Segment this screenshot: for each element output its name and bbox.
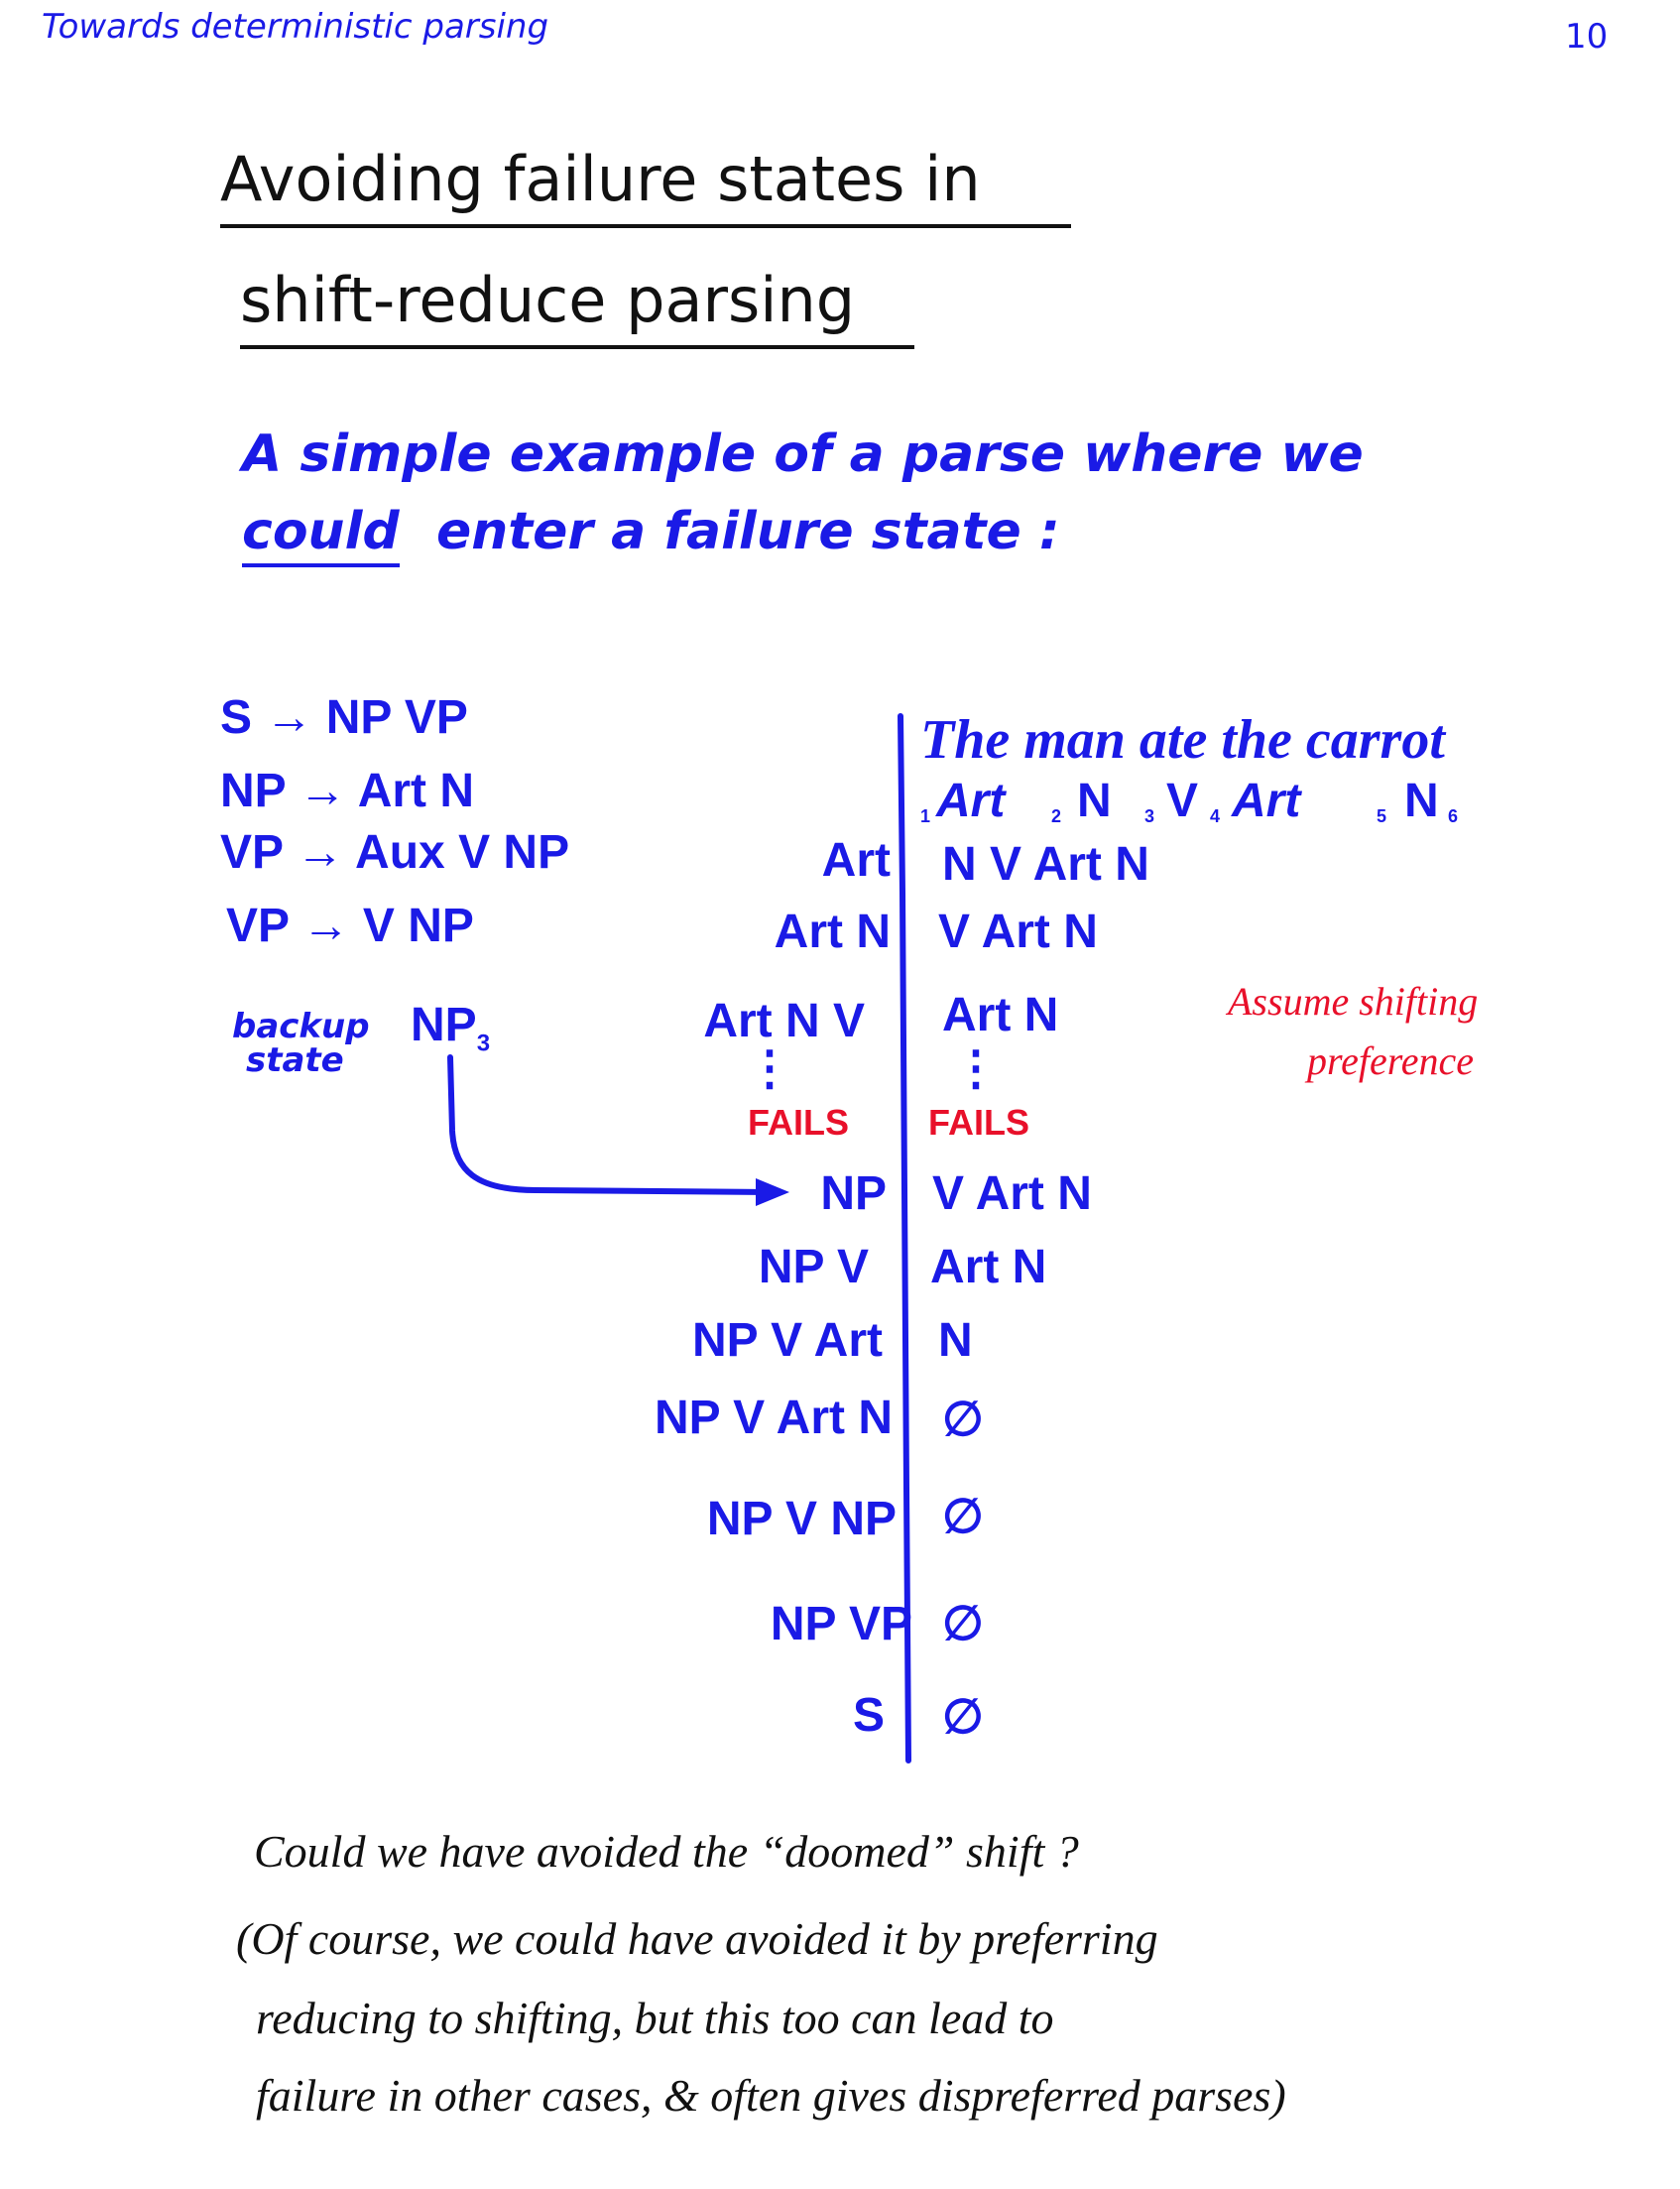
- input-cell: ∅: [942, 1691, 984, 1744]
- input-fails: FAILS: [928, 1102, 1030, 1143]
- header-title: Towards deterministic parsing: [42, 7, 549, 47]
- stack-fails: FAILS: [748, 1102, 850, 1143]
- position-category: Art: [936, 775, 1006, 827]
- closing-answer-line: failure in other cases, & often gives di…: [256, 2070, 1286, 2121]
- backup-state-subscript: 3: [476, 1030, 491, 1057]
- stack-cell: NP: [820, 1167, 887, 1220]
- grammar-rule: S → NP VP: [220, 691, 468, 744]
- title-underline-1: [220, 224, 1071, 228]
- position-index: 6: [1448, 806, 1459, 826]
- input-cell: ∅: [942, 1394, 984, 1446]
- backup-state-symbol: NP: [411, 999, 477, 1051]
- grammar-rule: VP → Aux V NP: [220, 826, 570, 879]
- intro-line2-emphasis: could: [242, 506, 400, 567]
- stack-ellipsis: ⋮: [746, 1042, 793, 1095]
- stack-cell: NP VP: [770, 1598, 912, 1650]
- stack-cell: NP V NP: [706, 1493, 897, 1545]
- intro-line1: A simple example of a parse where we: [242, 425, 1364, 484]
- input-cell: ∅: [942, 1598, 984, 1650]
- title-underline-2: [240, 345, 914, 349]
- assumption-note-2: preference: [1307, 1038, 1475, 1083]
- slide-title-line1: Avoiding failure states in: [220, 143, 981, 215]
- input-sentence: The man ate the carrot: [920, 709, 1445, 771]
- input-cell: V Art N: [932, 1167, 1092, 1220]
- input-cell: N: [938, 1314, 973, 1367]
- stack-cell: Art N: [774, 906, 891, 958]
- backup-label: backup: [232, 1007, 370, 1046]
- closing-answer-line: reducing to shifting, but this too can l…: [256, 1993, 1054, 2043]
- stack-cell: NP V Art: [691, 1314, 883, 1367]
- input-cell: V Art N: [938, 906, 1098, 958]
- position-index: 1: [920, 806, 931, 826]
- backtrack-arrowhead: [756, 1178, 789, 1206]
- position-index: 4: [1210, 806, 1221, 826]
- backup-state-np: NP3: [411, 1002, 490, 1056]
- stack-cell: Art N V: [703, 995, 865, 1047]
- input-cell: Art N: [942, 989, 1059, 1041]
- stack-cell: NP V: [758, 1241, 869, 1293]
- position-category: N: [1077, 775, 1112, 827]
- input-cell: Art N: [930, 1241, 1047, 1293]
- grammar-rule: VP → V NP: [226, 900, 474, 952]
- slide-title-line2: shift-reduce parsing: [240, 264, 856, 336]
- page-number: 10: [1565, 17, 1609, 57]
- intro-line2-rest: enter a failure state :: [436, 502, 1060, 561]
- stack-cell: Art: [821, 834, 891, 887]
- input-cell: N V Art N: [942, 838, 1149, 891]
- position-index: 5: [1377, 806, 1387, 826]
- input-cell: ∅: [942, 1491, 984, 1543]
- backup-label-2: state: [246, 1040, 344, 1080]
- position-row: 1 Art 2 N 3 V 4 Art 5 N 6: [912, 778, 1547, 837]
- closing-question: Could we have avoided the “doomed” shift…: [254, 1826, 1079, 1877]
- closing-answer-line: (Of course, we could have avoided it by …: [236, 1913, 1158, 1964]
- grammar-rule: NP → Art N: [220, 765, 475, 817]
- stack-cell: NP V Art N: [654, 1392, 893, 1444]
- input-ellipsis: ⋮: [952, 1042, 1000, 1095]
- position-category: N: [1404, 775, 1439, 827]
- position-index: 2: [1051, 806, 1062, 826]
- position-category: Art: [1232, 775, 1301, 827]
- assumption-note: Assume shifting: [1228, 979, 1479, 1024]
- position-category: V: [1166, 775, 1199, 827]
- stack-cell: S: [852, 1689, 885, 1742]
- backtrack-arrow-line: [447, 1054, 777, 1195]
- stack-input-divider: [898, 713, 911, 1763]
- position-index: 3: [1144, 806, 1155, 826]
